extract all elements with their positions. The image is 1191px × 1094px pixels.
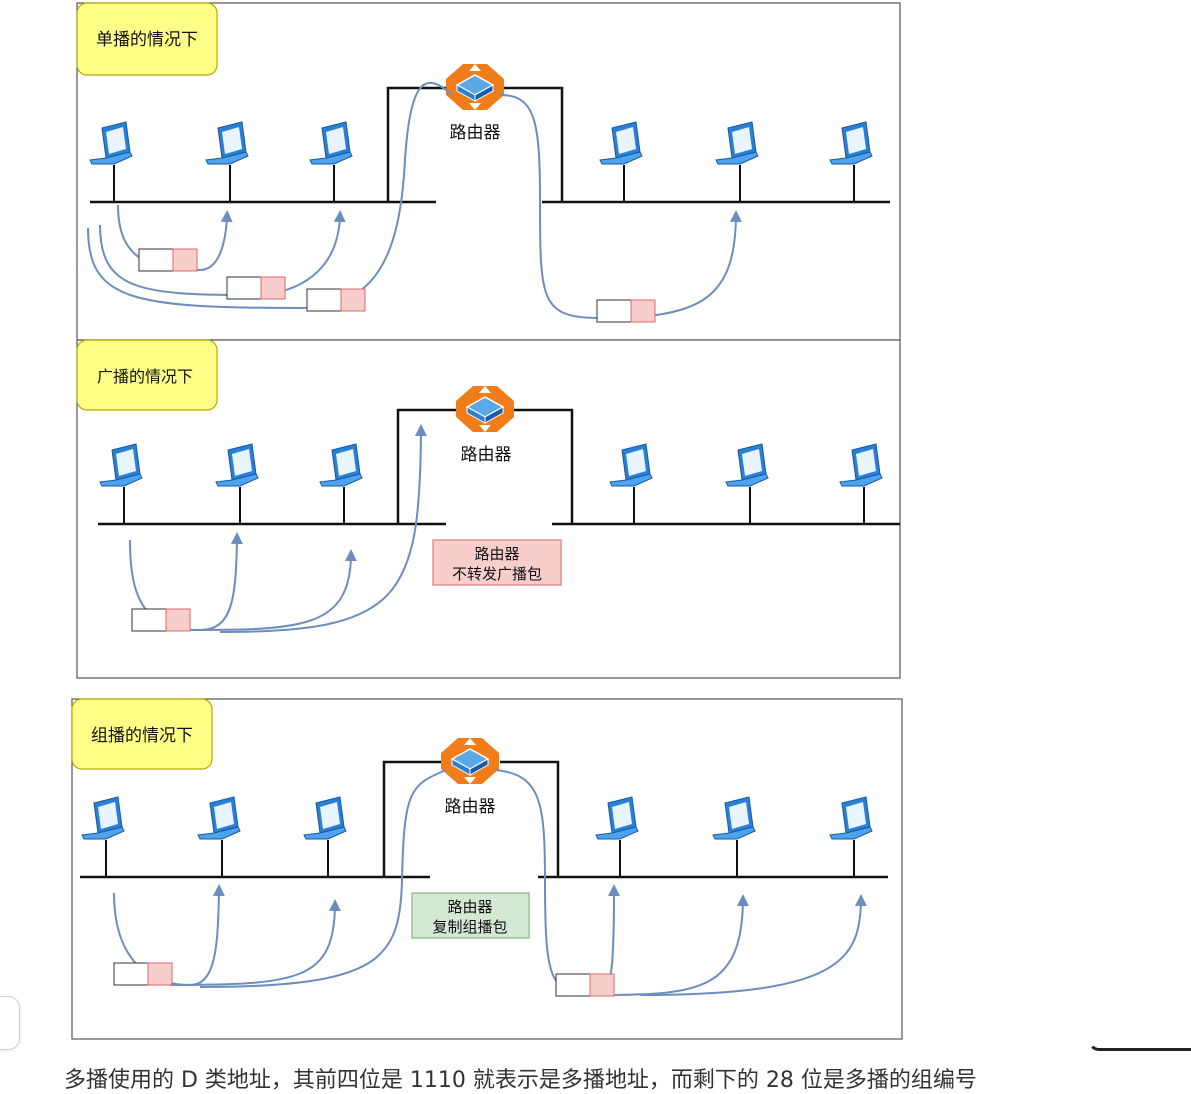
svg-text:不转发广播包: 不转发广播包: [452, 565, 542, 583]
router-note-broadcast: 路由器 不转发广播包: [432, 539, 562, 586]
data-packet: [131, 608, 191, 632]
router-icon: [440, 737, 500, 785]
data-packet: [226, 276, 286, 300]
data-packet: [555, 973, 615, 997]
multicast-title-box: 组播的情况下: [71, 698, 213, 770]
router-icon: [455, 385, 515, 433]
data-packet: [596, 299, 656, 323]
unicast-title-box: 单播的情况下: [76, 2, 218, 76]
broadcast-title: 广播的情况下: [97, 367, 193, 386]
router-label: 路由器: [450, 123, 501, 143]
multicast-panel: 组播的情况下 路由器 路由器 复制组播包: [71, 698, 903, 1040]
svg-text:路由器: 路由器: [447, 898, 492, 916]
router-label: 路由器: [461, 445, 512, 465]
broadcast-panel: 广播的情况下 路由器 路由器 不转发广播包: [76, 339, 901, 679]
data-packet: [306, 288, 366, 312]
side-collapse-tab[interactable]: [0, 996, 20, 1050]
data-packet: [113, 962, 173, 986]
svg-text:复制组播包: 复制组播包: [432, 918, 507, 936]
svg-text:路由器: 路由器: [474, 545, 519, 563]
unicast-title: 单播的情况下: [96, 30, 198, 50]
unicast-panel: 单播的情况下 路由器: [76, 2, 901, 341]
scroll-indicator: [1088, 1040, 1191, 1051]
article-caption: 多播使用的 D 类地址，其前四位是 1110 就表示是多播地址，而剩下的 28 …: [64, 1068, 977, 1093]
multicast-title: 组播的情况下: [91, 726, 193, 746]
router-label: 路由器: [445, 797, 496, 817]
data-packet: [138, 248, 198, 272]
broadcast-title-box: 广播的情况下: [76, 339, 218, 411]
router-icon: [445, 63, 505, 111]
router-note-multicast: 路由器 复制组播包: [411, 892, 530, 939]
